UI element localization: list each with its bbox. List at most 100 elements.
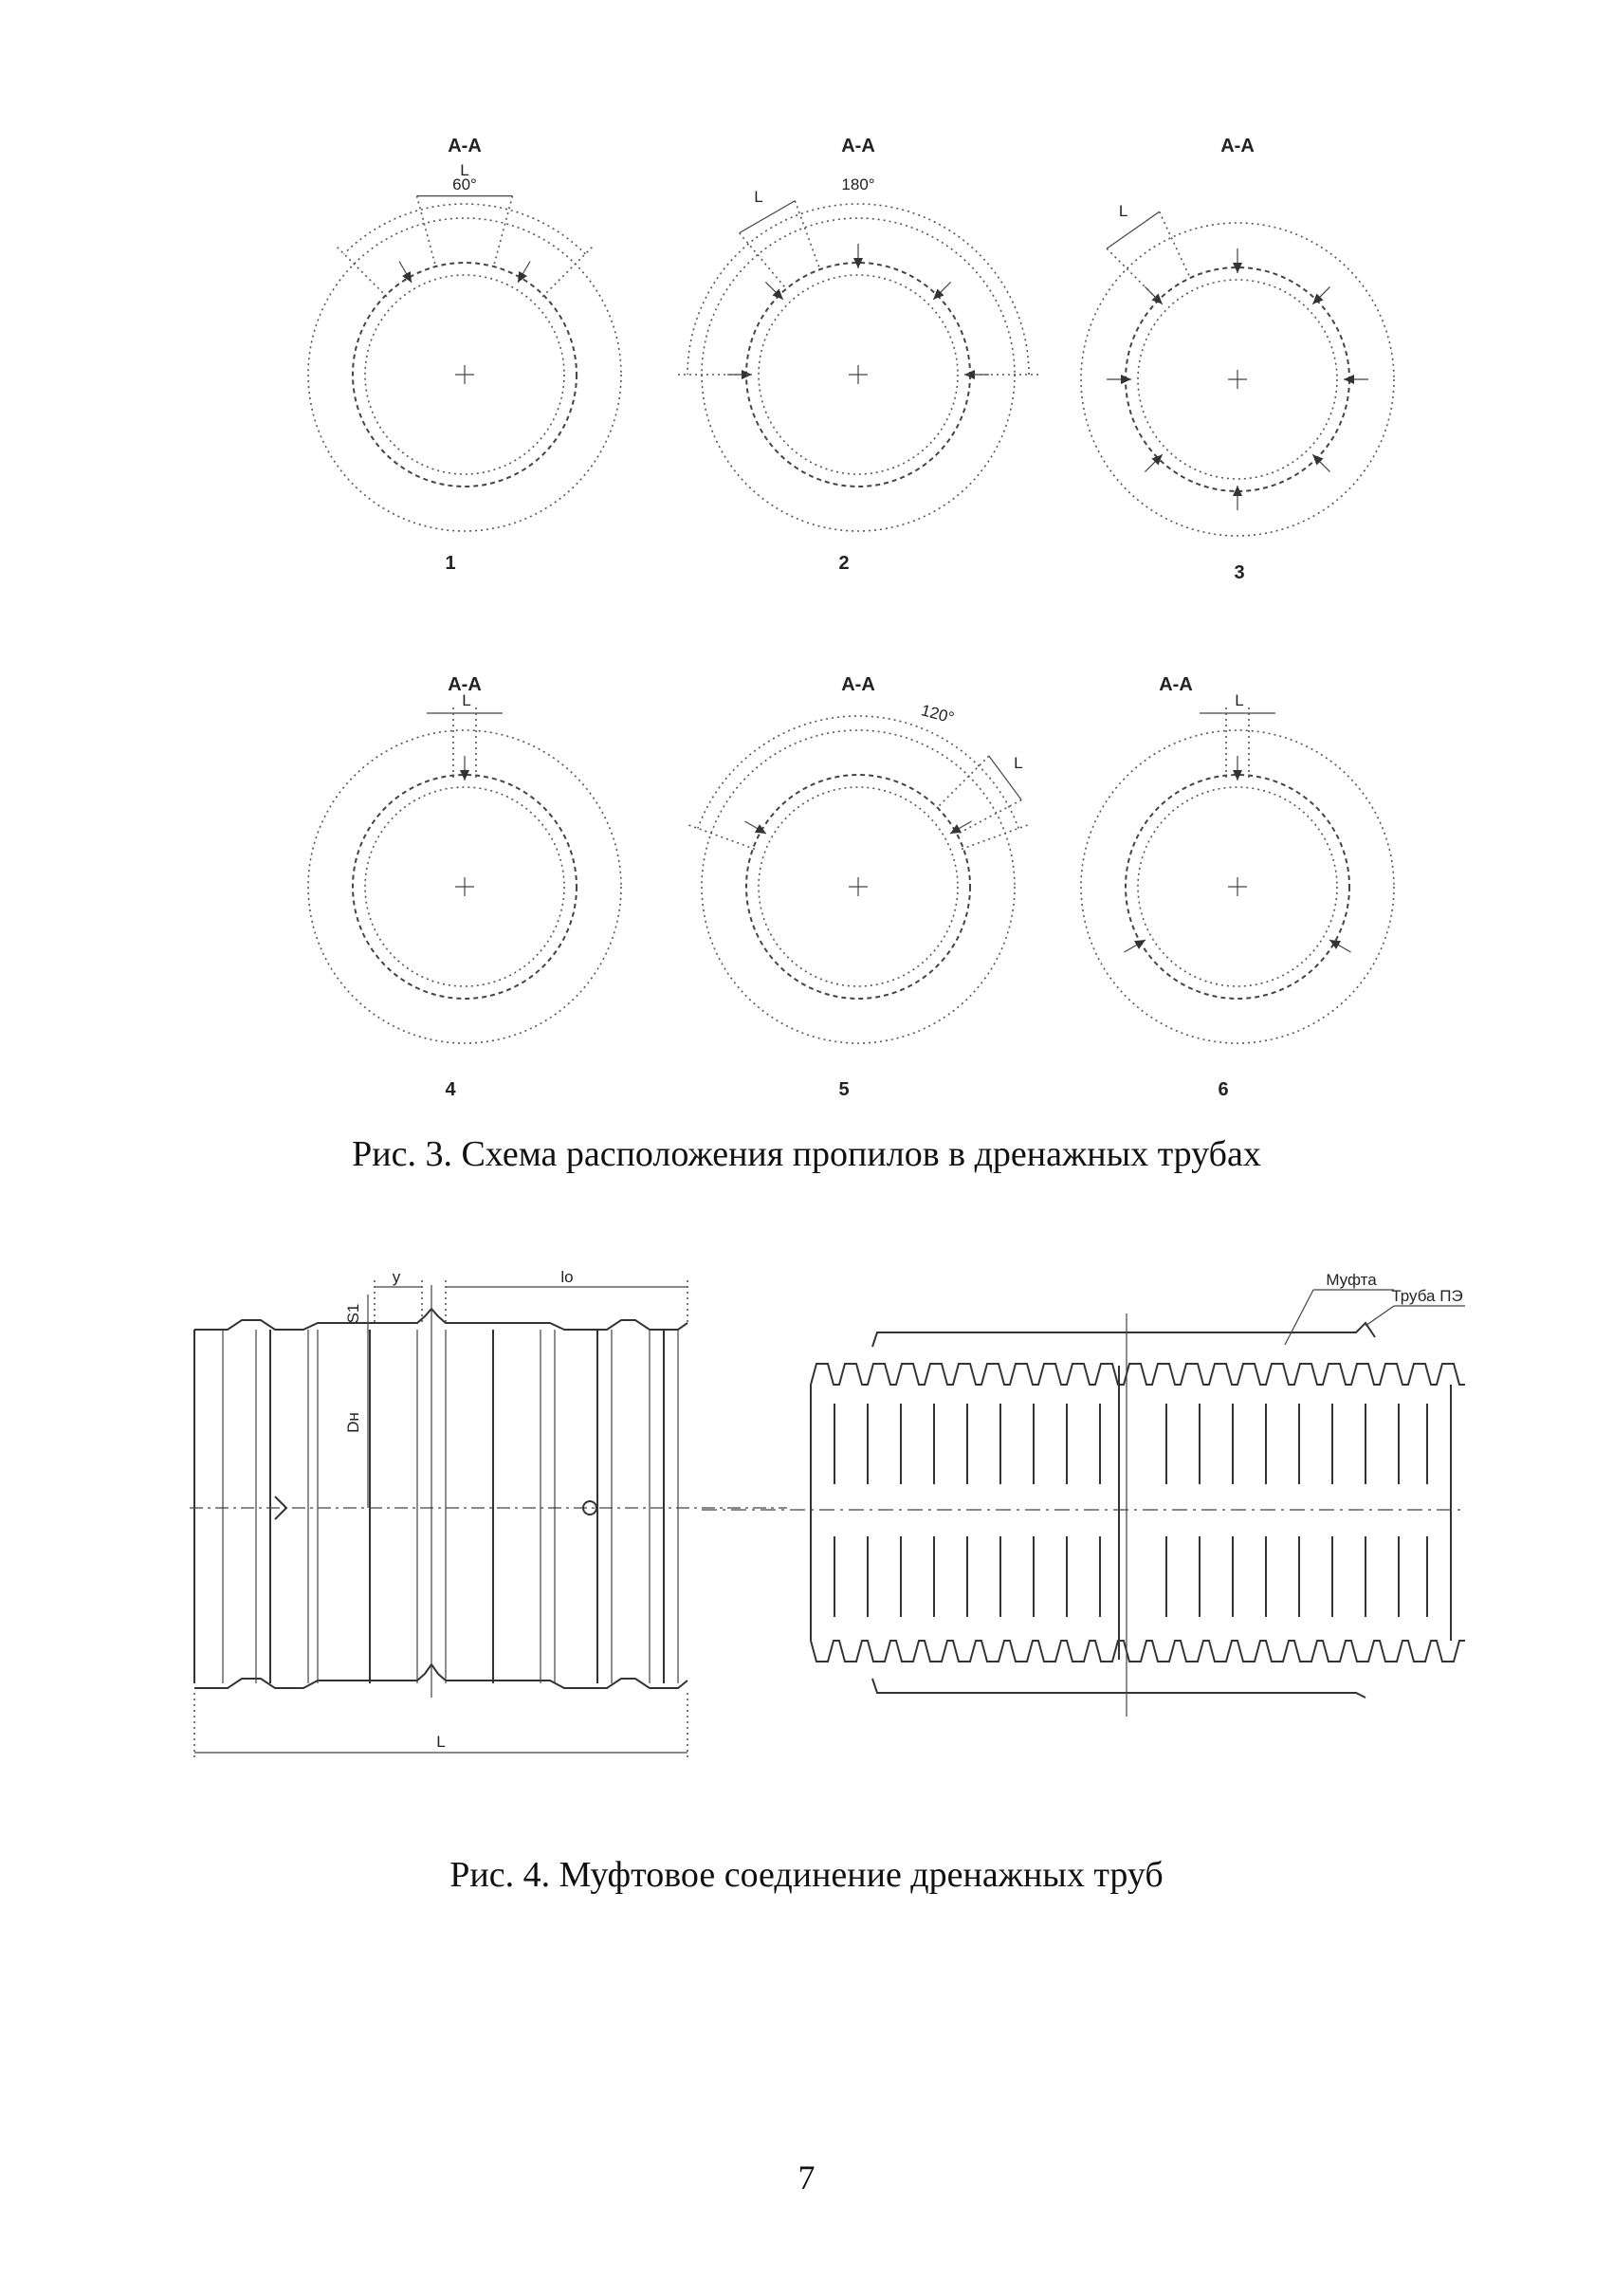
cut-arrow: [853, 258, 863, 268]
inner-ring: [758, 274, 959, 475]
figure-3-caption: Рис. 3. Схема расположения пропилов в др…: [352, 1134, 1261, 1174]
cut-arrow: [1312, 293, 1324, 304]
cut-arrow: [1151, 293, 1163, 304]
l-extension: [1158, 211, 1191, 279]
dim-y-label: y: [393, 1268, 401, 1286]
section-diagram-3: L А-А 3: [1080, 136, 1395, 583]
middle-ring: [352, 262, 577, 487]
section-label: А-А: [448, 136, 482, 156]
figure-4-caption: Рис. 4. Муфтовое соединение дренажных тр…: [449, 1855, 1164, 1895]
angle-extension: [541, 247, 593, 298]
middle-ring: [1125, 774, 1350, 1000]
socket-mark-right: [582, 1500, 597, 1515]
cut-arrow: [1312, 454, 1324, 466]
coupling-top-sleeve: [871, 1321, 1376, 1348]
cut-arrow: [1344, 375, 1354, 384]
l-dimension-label: L: [1119, 202, 1127, 220]
angle-arc: [687, 203, 1030, 376]
angle-extension: [688, 824, 756, 851]
cut-arrow: [460, 770, 469, 781]
angle-arc: [343, 203, 586, 255]
outer-ring: [701, 729, 1016, 1044]
section-diagram-5: L А-А 120° 5: [688, 674, 1028, 1100]
cut-arrow: [772, 288, 783, 300]
l-extension: [794, 200, 821, 270]
diagram-number: 6: [1218, 1079, 1228, 1100]
socket-mark-left: [274, 1496, 288, 1520]
outer-ring: [1080, 729, 1395, 1044]
l-extension: [739, 232, 787, 290]
section-label: А-А: [1220, 136, 1255, 156]
diagram-number: 1: [445, 553, 455, 574]
cut-arrow: [754, 824, 767, 834]
section-label: А-А: [1159, 674, 1193, 695]
cut-arrow: [1121, 375, 1131, 384]
cut-arrow: [1233, 263, 1242, 273]
diagram-number: 4: [445, 1079, 456, 1100]
angle-extension: [961, 824, 1028, 851]
dim-lo-label: lo: [560, 1268, 573, 1286]
label-coupling: Муфта: [1326, 1271, 1377, 1289]
l-dimension-line: [1106, 211, 1160, 249]
angle-label: 120°: [919, 701, 956, 726]
l-dimension-label: L: [462, 691, 470, 709]
leader-pipe: [1365, 1305, 1395, 1327]
middle-ring: [745, 774, 971, 1000]
section-diagram-6: L А-А 6: [1080, 674, 1395, 1100]
middle-ring: [352, 774, 577, 1000]
l-dimension-line: [739, 200, 796, 234]
inner-ring: [364, 274, 565, 475]
diagram-number: 3: [1234, 562, 1244, 583]
cut-arrow: [933, 288, 944, 300]
diagram-number: 5: [838, 1079, 849, 1100]
angle-arc: [697, 715, 1019, 829]
dim-s1-label: S1: [344, 1304, 362, 1324]
section-label: А-А: [841, 136, 875, 156]
l-extension: [1106, 248, 1160, 302]
l-dimension-line: [988, 755, 1022, 800]
outer-ring: [1080, 222, 1395, 537]
coupling-top-wall: [194, 1307, 688, 1331]
pipe-top-corrugation: [810, 1363, 1465, 1386]
section-diagram-1: L А-А 60° 1: [307, 136, 622, 574]
leader-coupling: [1284, 1289, 1314, 1346]
cut-arrow: [1233, 770, 1242, 781]
diagram-number: 2: [838, 553, 849, 574]
cut-arrow: [1151, 454, 1163, 466]
cut-arrow: [949, 824, 962, 834]
figure-3-diagrams: LА-А60°1LА-А180°2LА-А3LА-А4LА-А120°5LА-А…: [307, 136, 1395, 1100]
l-extension: [936, 755, 990, 809]
section-diagram-2: L А-А 180° 2: [678, 136, 1038, 574]
section-diagram-4: LА-А4: [307, 674, 622, 1100]
inner-ring: [758, 786, 959, 987]
cut-arrow: [1133, 940, 1146, 949]
pipe-bottom-corrugation: [810, 1640, 1465, 1662]
l-extension: [415, 195, 437, 267]
angle-label: 180°: [841, 175, 874, 193]
coupling-bottom-wall: [194, 1662, 688, 1689]
outer-ring: [307, 729, 622, 1044]
l-extension: [492, 195, 514, 267]
cut-arrow: [402, 270, 412, 284]
cut-arrow: [1233, 486, 1242, 496]
section-label: А-А: [841, 674, 875, 695]
cut-arrow: [1329, 940, 1342, 949]
inner-ring: [1137, 279, 1338, 480]
inner-ring: [1137, 786, 1338, 987]
l-dimension-label: L: [754, 188, 762, 206]
coupling-bottom-sleeve: [871, 1678, 1366, 1699]
dim-l-label: L: [436, 1733, 445, 1751]
angle-label: 60°: [452, 175, 477, 193]
l-dimension-label: L: [460, 161, 468, 179]
l-dimension-label: L: [1014, 754, 1022, 772]
inner-ring: [364, 786, 565, 987]
outer-ring: [307, 217, 622, 532]
cut-arrow: [518, 270, 527, 284]
l-dimension-label: L: [1235, 691, 1243, 709]
dim-d-label: Dн: [344, 1412, 362, 1433]
angle-extension: [337, 247, 388, 298]
